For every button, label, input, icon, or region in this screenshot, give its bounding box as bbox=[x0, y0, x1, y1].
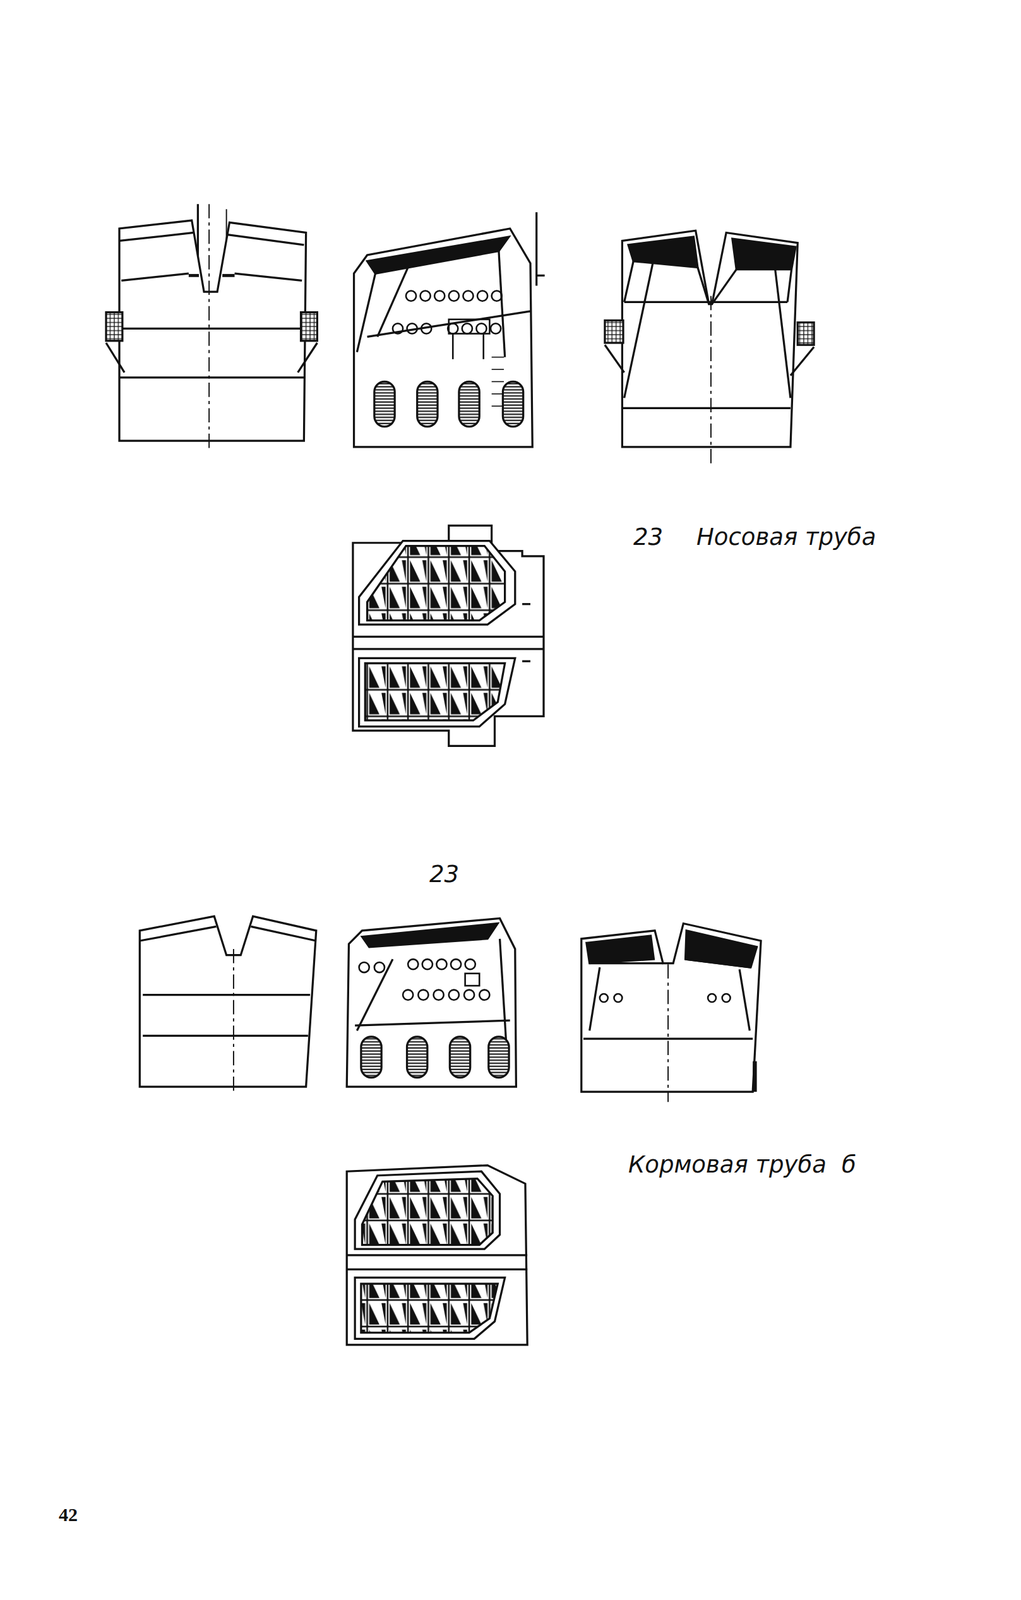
subfigure-letter: б bbox=[841, 1152, 857, 1177]
page-number: 42 bbox=[58, 1505, 78, 1525]
caption: Носовая труба bbox=[696, 525, 876, 549]
caption: Кормовая труба bbox=[628, 1152, 827, 1177]
figure-number: 23 bbox=[633, 525, 663, 549]
figure-number: 23 bbox=[429, 862, 460, 886]
